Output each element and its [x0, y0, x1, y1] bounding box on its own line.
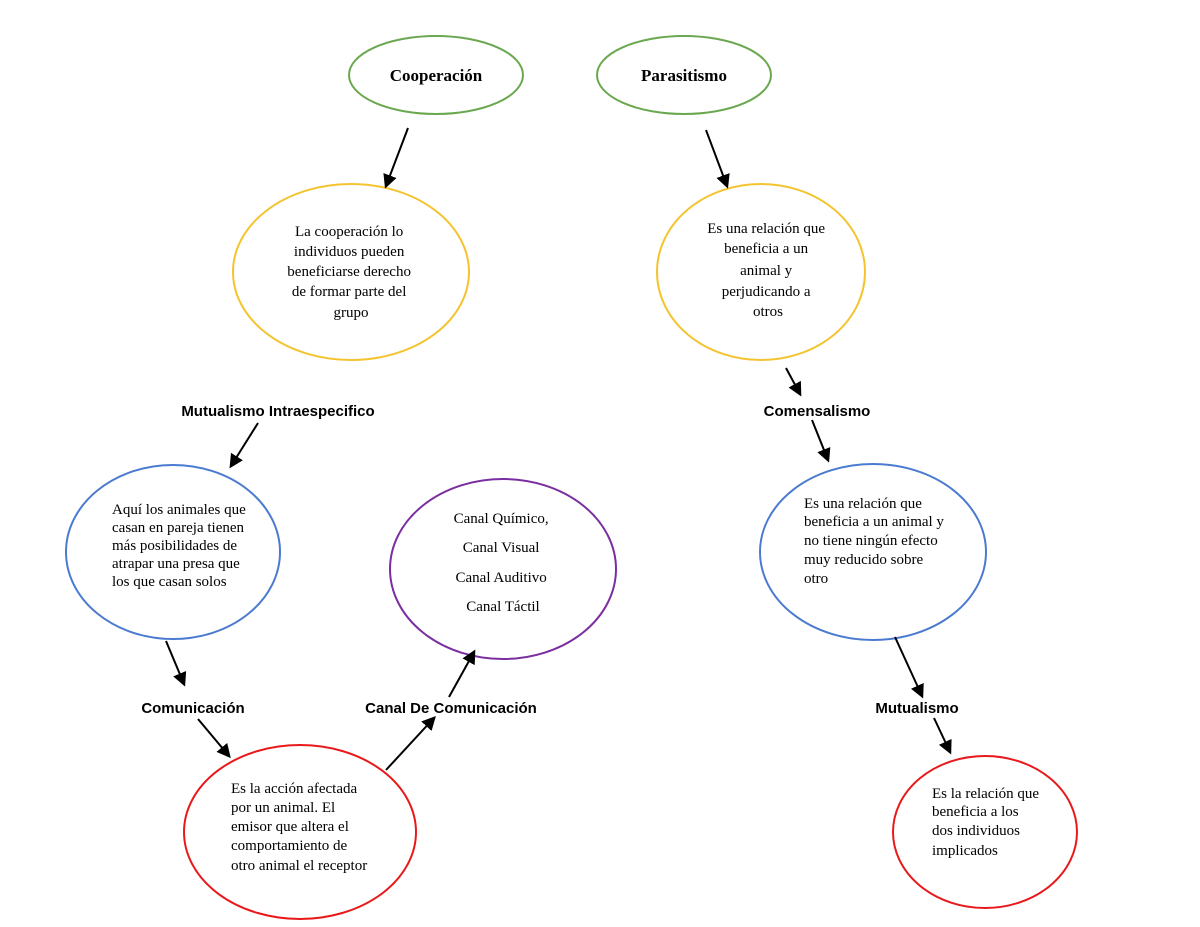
canal-item: Canal Auditivo	[456, 570, 547, 586]
canal-item: Canal Táctil	[466, 599, 539, 615]
canal-de-comunicacion-label: Canal De Comunicación	[365, 700, 537, 717]
cooperacion-description: La cooperación lo individuos pueden bene…	[287, 224, 414, 321]
comensalismo-description-line: otro	[804, 571, 828, 587]
comensalismo-description-line: Es una relación que	[804, 496, 922, 512]
mutualismo-description-line: implicados	[932, 843, 998, 859]
comunicacion-description-line: emisor que altera el	[231, 819, 349, 835]
cooperacion-title: Cooperación	[390, 66, 483, 85]
parasitismo-title: Parasitismo	[641, 66, 727, 85]
comensalismo-label: Comensalismo	[764, 403, 871, 420]
canales-list: Canal Químico, Canal Visual Canal Auditi…	[454, 511, 553, 615]
arrow-mutualismo-to-description	[933, 717, 952, 755]
parasitismo-description-line: Es una relación que	[707, 221, 825, 237]
comensalismo-description: Es una relación que beneficia a un anima…	[804, 496, 948, 587]
arrow-comensalismo-to-description	[811, 419, 831, 463]
parasitismo-description-line: beneficia a un	[724, 241, 809, 257]
comunicacion-description-line: comportamiento de	[231, 838, 348, 854]
arrow-cooperacion-to-description	[383, 127, 409, 189]
arrow-parasitismo-to-comensalismo	[785, 367, 802, 397]
arrow-canal-to-canales	[448, 649, 476, 698]
arrow-mutualismo-intra-to-node	[229, 422, 259, 469]
comunicacion-description-line: Es la acción afectada	[231, 781, 358, 797]
mutualismo-intraespecifico-description-line: los que casan solos	[112, 574, 227, 590]
arrow-parasitismo-to-description	[705, 129, 730, 189]
mutualismo-intraespecifico-node	[65, 464, 281, 640]
comunicacion-description: Es la acción afectada por un animal. El …	[231, 781, 367, 874]
arrow-mutualismo-intra-to-comunicacion	[165, 640, 187, 687]
mutualismo-description-line: beneficia a los	[932, 804, 1019, 820]
parasitismo-description: Es una relación que beneficia a un anima…	[707, 221, 829, 320]
parasitismo-description-node	[656, 183, 866, 361]
comensalismo-description-line: muy reducido sobre	[804, 552, 923, 568]
cooperacion-description-line: de formar parte del	[292, 284, 407, 300]
comensalismo-description-line: beneficia a un animal y	[804, 514, 944, 530]
comunicacion-description-node	[183, 744, 417, 920]
cooperacion-description-line: individuos pueden	[294, 244, 405, 260]
canal-item: Canal Químico,	[454, 511, 549, 527]
arrow-comensalismo-to-mutualismo	[894, 636, 924, 699]
cooperacion-description-line: grupo	[334, 305, 369, 321]
parasitismo-node	[596, 35, 772, 115]
comensalismo-description-node	[759, 463, 987, 641]
canal-item: Canal Visual	[463, 540, 540, 556]
mutualismo-intraespecifico-description: Aquí los animales que casan en pareja ti…	[112, 502, 249, 590]
cooperacion-description-node	[232, 183, 470, 361]
comensalismo-description-line: no tiene ningún efecto	[804, 533, 938, 549]
mutualismo-intraespecifico-description-line: más posibilidades de	[112, 538, 237, 554]
arrow-description-to-canal	[385, 715, 436, 771]
comunicacion-description-line: otro animal el receptor	[231, 858, 367, 874]
mutualismo-description-line: Es la relación que	[932, 786, 1039, 802]
comunicacion-description-line: por un animal. El	[231, 800, 335, 816]
cooperacion-description-line: beneficiarse derecho	[287, 264, 411, 280]
mutualismo-label: Mutualismo	[875, 700, 958, 717]
mutualismo-intraespecifico-label: Mutualismo Intraespecifico	[181, 403, 374, 420]
arrow-comunicacion-to-description	[197, 718, 231, 759]
parasitismo-description-line: animal y	[740, 263, 793, 279]
mutualismo-description-line: dos individuos	[932, 823, 1020, 839]
parasitismo-description-line: otros	[753, 304, 783, 320]
parasitismo-description-line: perjudicando a	[722, 284, 811, 300]
comunicacion-label: Comunicación	[141, 700, 244, 717]
mutualismo-description-node	[892, 755, 1078, 909]
mutualismo-intraespecifico-description-line: casan en pareja tienen	[112, 520, 245, 536]
cooperacion-description-line: La cooperación lo	[295, 224, 403, 240]
mutualismo-intraespecifico-description-line: Aquí los animales que	[112, 502, 246, 518]
mutualismo-description: Es la relación que beneficia a los dos i…	[932, 786, 1043, 859]
canales-node	[389, 478, 617, 660]
mutualismo-intraespecifico-description-line: atrapar una presa que	[112, 556, 240, 572]
cooperacion-node	[348, 35, 524, 115]
